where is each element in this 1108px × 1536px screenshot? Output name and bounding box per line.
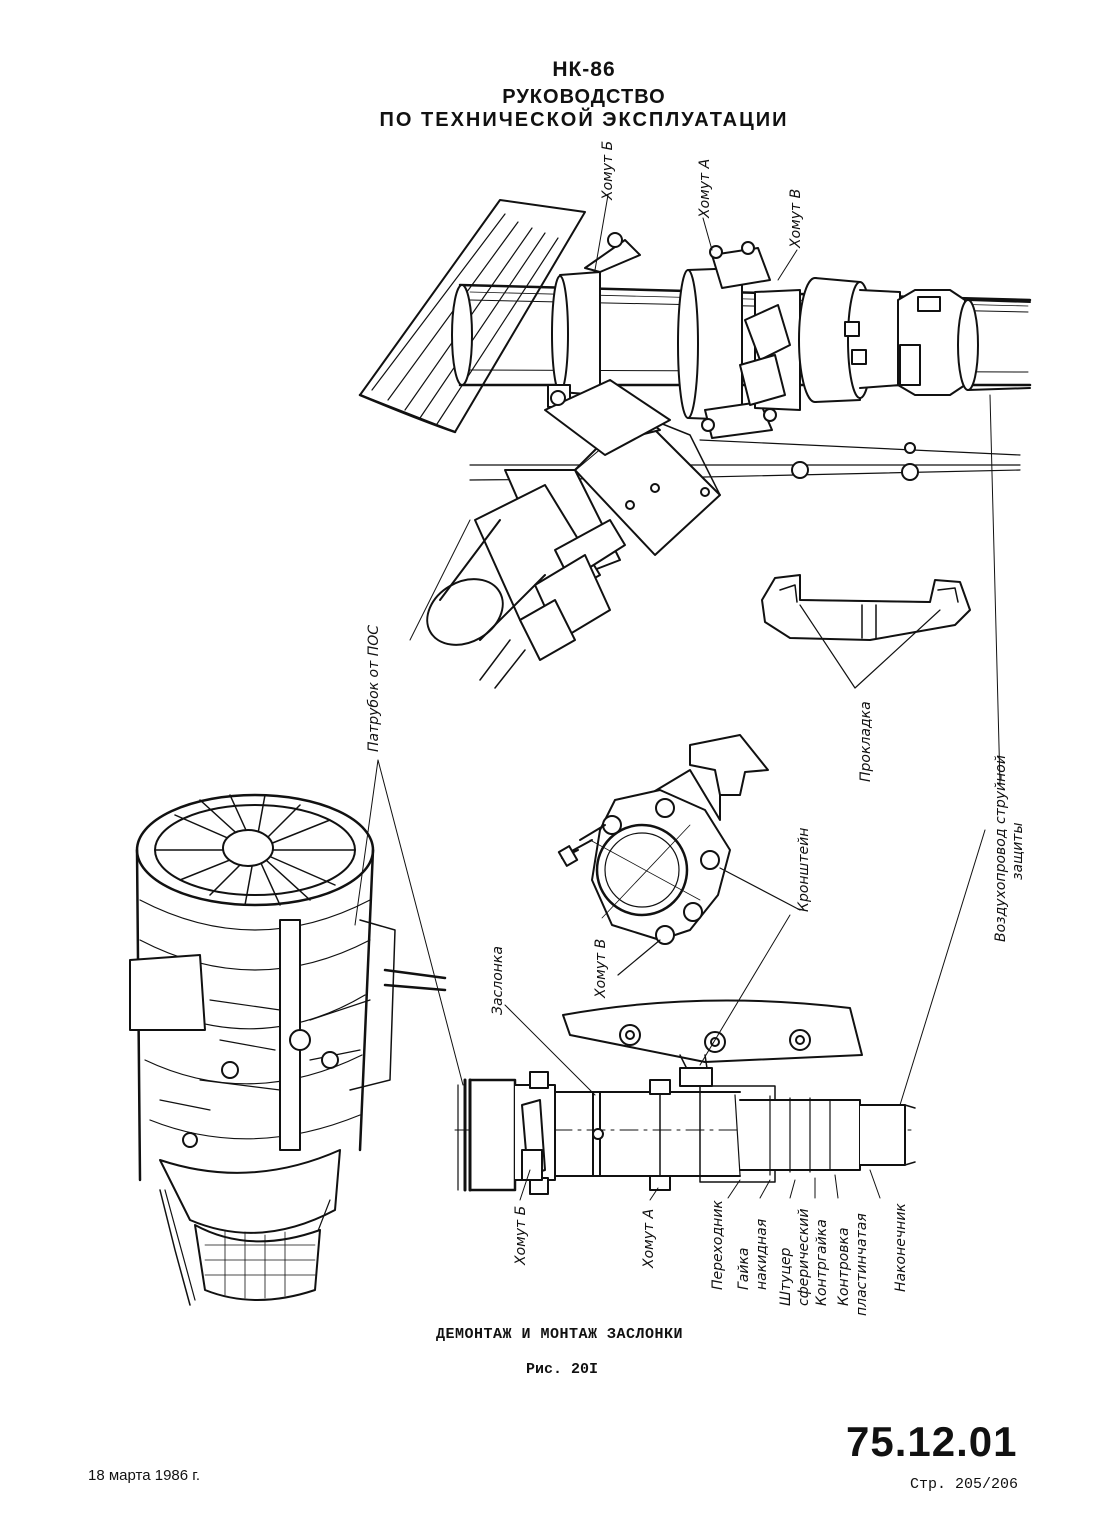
figure-number: Рис. 20I [526, 1361, 599, 1378]
document-number: 75.12.01 [846, 1418, 1018, 1465]
label-kontrovka-1: Контровка [836, 1227, 852, 1306]
revision-date: 18 марта 1986 г. [88, 1467, 201, 1484]
figure-caption: ДЕМОНТАЖ И МОНТАЖ ЗАСЛОНКИ [436, 1326, 684, 1343]
label-nakonechnik: Наконечник [893, 1203, 909, 1292]
label-khomut-a-top: Хомут А [697, 159, 713, 219]
top-pipe-assembly [358, 199, 1032, 689]
page-number: Стр. 205/206 [910, 1476, 1019, 1493]
label-khomut-b-top: Хомут Б [600, 141, 616, 201]
label-patrubok: Патрубок от ПОС [366, 625, 382, 752]
label-kontrgaika: Контргайка [814, 1219, 830, 1306]
label-gaika-1: Гайка [736, 1247, 752, 1290]
label-zaslonka: Заслонка [490, 946, 506, 1015]
bottom-section-view [454, 999, 916, 1195]
label-khomut-b-bot: Хомут Б [513, 1206, 529, 1266]
label-shtutser-1: Штуцер [778, 1247, 794, 1306]
label-kontrovka-2: пластинчатая [854, 1213, 870, 1316]
manual-model: НК-86 [552, 58, 616, 81]
label-khomut-a-bot: Хомут А [641, 1209, 657, 1269]
label-gaika-2: накидная [754, 1219, 770, 1290]
label-prokladka: Прокладка [858, 701, 874, 782]
label-perekhodnik: Переходник [710, 1200, 726, 1290]
bracket-detail [557, 734, 801, 976]
label-khomut-v-mid: Хомут В [593, 939, 609, 999]
manual-title-line2: ПО ТЕХНИЧЕСКОЙ ЭКСПЛУАТАЦИИ [379, 109, 789, 131]
label-shtutser-2: сферический [796, 1208, 812, 1306]
leader-lines [354, 194, 1001, 1201]
callout-labels: Хомут Б Хомут А Хомут В Патрубок от ПОС … [366, 141, 1026, 1316]
gasket-detail [761, 574, 971, 689]
label-vozdukhoprovod-1: Воздухопровод струйной [993, 755, 1009, 942]
label-vozdukhoprovod-2: защиты [1010, 822, 1026, 880]
engine-drawing [129, 793, 447, 1306]
manual-title-line1: РУКОВОДСТВО [502, 86, 666, 108]
label-khomut-v-top: Хомут В [788, 189, 804, 249]
label-kronshtein: Кронштейн [796, 828, 812, 912]
